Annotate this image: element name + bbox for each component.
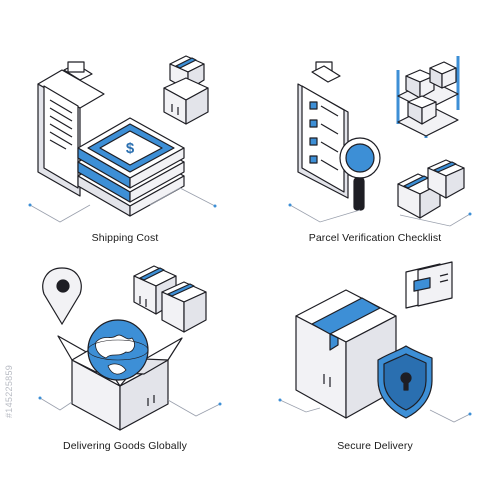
checklist-clipboard-icon — [297, 61, 349, 199]
connector-lines — [28, 187, 217, 223]
boxes-icon — [133, 265, 207, 333]
cash-stack-icon — [77, 117, 185, 217]
caption-secure-delivery: Secure Delivery — [337, 440, 413, 452]
location-pin-icon — [42, 267, 82, 326]
chat-bubble-icon — [405, 261, 453, 309]
boxes-icon — [397, 159, 465, 219]
connector-lines — [278, 398, 472, 423]
caption-delivering-globally: Delivering Goods Globally — [63, 440, 187, 452]
stock-id-watermark: #145225859 — [4, 364, 14, 418]
shield-lock-icon — [377, 345, 433, 419]
delivering-globally-illustration — [38, 265, 222, 431]
box-stack-icon — [163, 55, 209, 125]
clipboard-icon — [37, 61, 105, 197]
connector-lines — [38, 396, 222, 417]
caption-shipping-cost: Shipping Cost — [91, 232, 159, 244]
connector-lines — [288, 203, 472, 227]
parcel-verification-illustration — [288, 56, 472, 227]
tile-parcel-verification: Parcel Verification Checklist — [250, 0, 500, 250]
tile-shipping-cost: $ Shipping Cost — [0, 0, 250, 250]
caption-parcel-verification: Parcel Verification Checklist — [308, 232, 442, 244]
secure-delivery-illustration — [278, 261, 472, 423]
globe-icon — [87, 319, 149, 381]
dollar-sign-icon: $ — [126, 140, 135, 157]
svg-text:$: $ — [126, 140, 135, 157]
tile-delivering-globally: Delivering Goods Globally — [0, 250, 250, 500]
tile-secure-delivery: Secure Delivery — [250, 250, 500, 500]
parcel-box-icon — [295, 289, 397, 419]
warehouse-shelf-icon — [396, 56, 460, 138]
shipping-cost-illustration: $ — [28, 55, 217, 223]
